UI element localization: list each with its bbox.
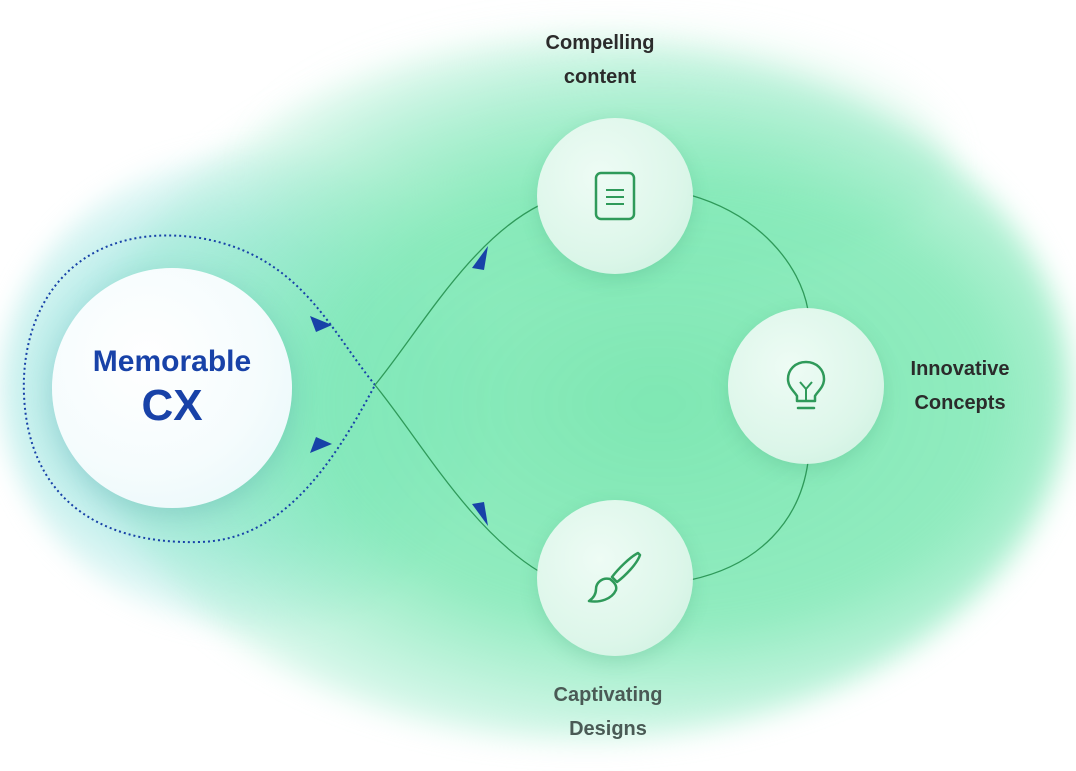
label-line1: Captivating	[553, 684, 663, 706]
arrow-into-loop-bottom	[310, 437, 332, 453]
innovative-concepts-node	[728, 308, 884, 464]
captivating-designs-node	[537, 500, 693, 656]
compelling-content-node	[537, 118, 693, 274]
content-to-concepts-arc	[689, 194, 809, 311]
label-line1: Innovative	[910, 358, 1010, 380]
paintbrush-icon	[586, 549, 644, 607]
label-line2: Designs	[569, 718, 647, 740]
innovative-concepts-label: Innovative Concepts	[890, 352, 1030, 420]
arrow-into-loop-top	[310, 316, 332, 332]
captivating-designs-label: Captivating Designs	[508, 678, 708, 746]
compelling-content-label: Compelling content	[500, 26, 700, 94]
flow-to-designs-path	[374, 384, 541, 573]
document-icon	[593, 170, 637, 222]
arrow-to-designs	[472, 502, 488, 526]
center-title-line2: CX	[141, 381, 203, 430]
concepts-to-designs-arc	[689, 461, 809, 581]
flow-to-content-path	[374, 204, 541, 386]
memorable-cx-node: Memorable CX	[52, 268, 292, 508]
label-line2: Concepts	[914, 392, 1006, 414]
lightbulb-icon	[784, 358, 828, 414]
label-line1: Compelling	[545, 32, 655, 54]
arrow-to-content	[472, 246, 488, 270]
label-line2: content	[563, 66, 637, 88]
center-title-line1: Memorable	[92, 345, 252, 378]
